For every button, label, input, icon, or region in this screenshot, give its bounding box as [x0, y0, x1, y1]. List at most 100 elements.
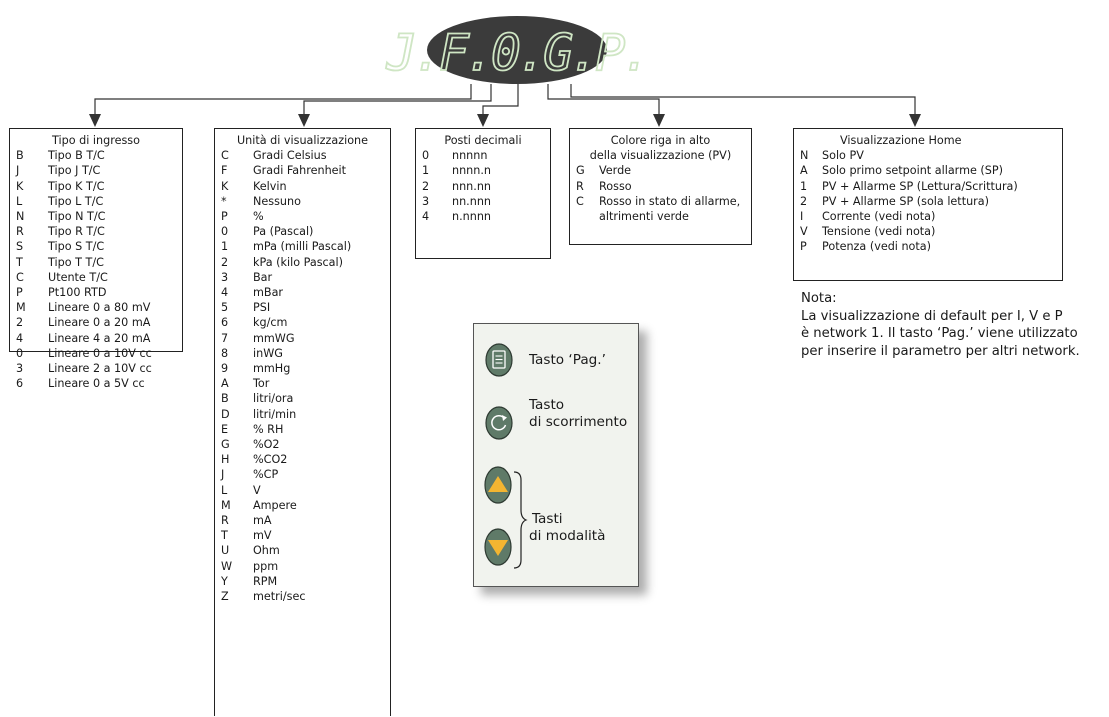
display-unit-row: G%O2 [221, 437, 384, 452]
item-label: Lineare 0 a 10V cc [48, 346, 152, 360]
display-unit-row: 6 kg/cm [221, 315, 384, 330]
item-code: 1 [800, 179, 808, 193]
item-code: B [16, 149, 24, 163]
item-code: * [221, 194, 227, 208]
decimal-place-row: 3 nn.nnn [422, 194, 544, 209]
item-label: Tipo B T/C [48, 149, 105, 163]
item-code: E [221, 422, 229, 436]
display-unit-row: P% [221, 209, 384, 224]
item-label: mA [253, 514, 272, 528]
display-unit-row: *Nessuno [221, 194, 384, 209]
display-unit-row: Y RPM [221, 574, 384, 589]
item-code: C [576, 194, 584, 208]
item-code: 3 [221, 270, 229, 284]
item-label: mPa (milli Pascal) [253, 240, 352, 254]
item-label: Tipo R T/C [48, 225, 105, 239]
item-code: K [16, 179, 24, 193]
display-unit-row: 2 kPa (kilo Pascal) [221, 255, 384, 270]
item-label: Pt100 RTD [48, 286, 107, 300]
item-code: 2 [221, 255, 229, 269]
display-unit-row: H%CO2 [221, 452, 384, 467]
item-code: 3 [422, 194, 430, 208]
scroll-key-label-1: Tasto [529, 397, 565, 413]
item-code: 4 [16, 331, 24, 345]
item-label: Rosso [599, 179, 632, 193]
item-code: 2 [16, 316, 24, 330]
item-code: J [221, 468, 225, 482]
item-code: L [221, 483, 228, 497]
item-label: nn.nnn [452, 194, 492, 208]
item-code: A [800, 164, 808, 178]
input-type-row: B Tipo B T/C [16, 148, 176, 163]
item-label: Tipo N T/C [48, 210, 106, 224]
item-label: V [253, 483, 261, 497]
item-code: G [576, 164, 585, 178]
item-label: kg/cm [253, 316, 288, 330]
item-label: Kelvin [253, 179, 287, 193]
item-label: Lineare 0 a 80 mV [48, 301, 151, 315]
down-key-icon [484, 528, 512, 566]
item-code: 6 [221, 316, 229, 330]
item-code: T [221, 529, 228, 543]
display-readout: J.F.0.G.P. [385, 24, 647, 82]
item-label: %CO2 [253, 453, 288, 467]
item-label: Utente T/C [48, 270, 108, 284]
item-code: Y [221, 574, 228, 588]
arrowhead-color [653, 114, 665, 127]
item-code: F [221, 164, 228, 178]
item-code: J [16, 164, 20, 178]
item-code: 6 [16, 377, 24, 391]
item-label: kPa (kilo Pascal) [253, 255, 344, 269]
display-unit-row: E% RH [221, 422, 384, 437]
item-code: 8 [221, 346, 229, 360]
mode-keys-label-2: di modalità [529, 528, 606, 544]
mode-keys-brace [513, 471, 528, 569]
item-code: A [221, 377, 229, 391]
item-label: metri/sec [253, 590, 306, 604]
item-label: PV + Allarme SP (sola lettura) [822, 194, 989, 208]
item-code: 0 [422, 149, 430, 163]
home-display-title: Visualizzazione Home [840, 134, 962, 147]
input-type-row: R Tipo R T/C [16, 224, 176, 239]
arrowhead-input-type [89, 114, 101, 127]
item-code: R [16, 225, 24, 239]
instrument-display: J.F.0.G.P. [385, 16, 652, 84]
item-code [576, 209, 599, 224]
item-label: nnnnn [452, 149, 488, 163]
item-label: RPM [253, 574, 278, 588]
item-label: mBar [253, 286, 284, 300]
display-body [427, 16, 607, 84]
top-line-color-box: Colore riga in alto della visualizzazion… [569, 128, 752, 245]
item-code: D [221, 407, 230, 421]
item-label: Lineare 4 a 20 mA [48, 331, 151, 345]
item-label: Ampere [253, 498, 297, 512]
item-label: ppm [253, 559, 279, 573]
mode-keys-label-1: Tasti [532, 511, 563, 527]
